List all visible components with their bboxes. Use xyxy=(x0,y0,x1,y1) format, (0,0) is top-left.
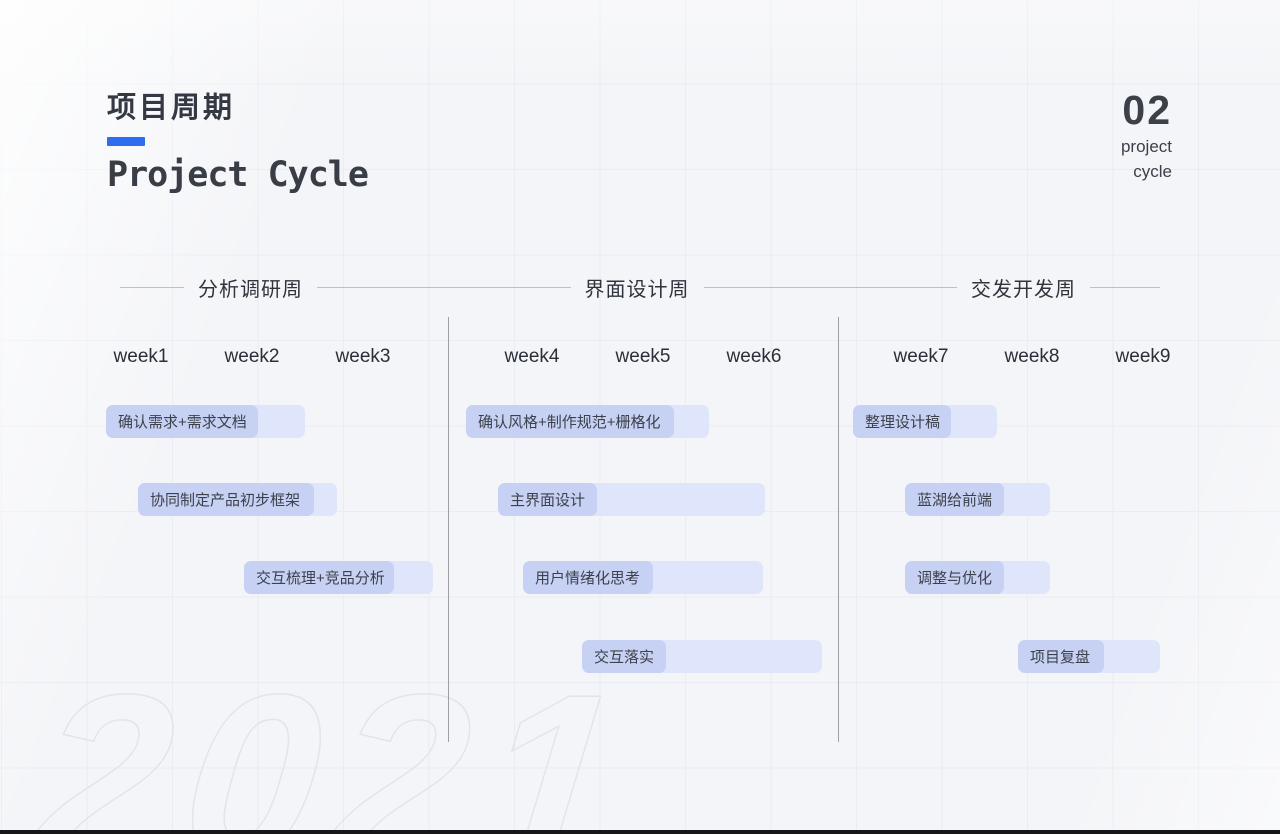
task-bar-label: 用户情绪化思考 xyxy=(523,561,653,594)
task-bar-label: 交互梳理+竞品分析 xyxy=(244,561,394,594)
task-bar-label: 确认需求+需求文档 xyxy=(106,405,258,438)
task-bar-label: 交互落实 xyxy=(582,640,666,673)
rule-segment xyxy=(1090,286,1160,288)
task-bar: 确认需求+需求文档 xyxy=(106,405,305,438)
page-title-en: Project Cycle xyxy=(107,155,369,195)
phase-header-row: 分析调研周 界面设计周 交发开发周 xyxy=(120,274,1160,301)
rule-segment xyxy=(120,286,184,288)
task-bar: 项目复盘 xyxy=(1018,640,1160,673)
page-index: 02 project cycle xyxy=(1120,87,1172,183)
task-bar-label: 项目复盘 xyxy=(1018,640,1104,673)
task-bar: 交互落实 xyxy=(582,640,822,673)
rule-segment xyxy=(317,286,571,288)
page-label-line1: project xyxy=(1120,137,1172,157)
task-bar-label: 协同制定产品初步框架 xyxy=(138,483,314,516)
task-bar: 蓝湖给前端 xyxy=(905,483,1050,516)
page-title-cn: 项目周期 xyxy=(107,92,236,124)
page-label-line2: cycle xyxy=(1133,162,1172,182)
phase-label-dev-handoff: 交发开发周 xyxy=(971,278,1076,301)
rule-segment xyxy=(703,286,957,288)
task-bar: 交互梳理+竞品分析 xyxy=(244,561,433,594)
footer-bar xyxy=(0,830,1280,834)
phase-label-analysis: 分析调研周 xyxy=(198,278,303,301)
task-bar-label: 蓝湖给前端 xyxy=(905,483,1004,516)
task-bar: 整理设计稿 xyxy=(853,405,997,438)
task-bar-label: 确认风格+制作规范+栅格化 xyxy=(466,405,674,438)
phase-divider xyxy=(838,317,839,742)
task-bar-label: 主界面设计 xyxy=(498,483,597,516)
task-bar: 协同制定产品初步框架 xyxy=(138,483,337,516)
task-bar: 主界面设计 xyxy=(498,483,765,516)
task-bar-label: 整理设计稿 xyxy=(853,405,951,438)
page-number: 02 xyxy=(1122,87,1172,133)
title-block: 项目周期 Project Cycle xyxy=(107,84,369,195)
task-bar: 调整与优化 xyxy=(905,561,1050,594)
accent-bar xyxy=(107,137,145,146)
task-bar: 确认风格+制作规范+栅格化 xyxy=(466,405,709,438)
task-bar-label: 调整与优化 xyxy=(905,561,1004,594)
phase-divider xyxy=(448,317,449,742)
phase-label-ui-design: 界面设计周 xyxy=(584,278,690,301)
task-bar: 用户情绪化思考 xyxy=(523,561,763,594)
